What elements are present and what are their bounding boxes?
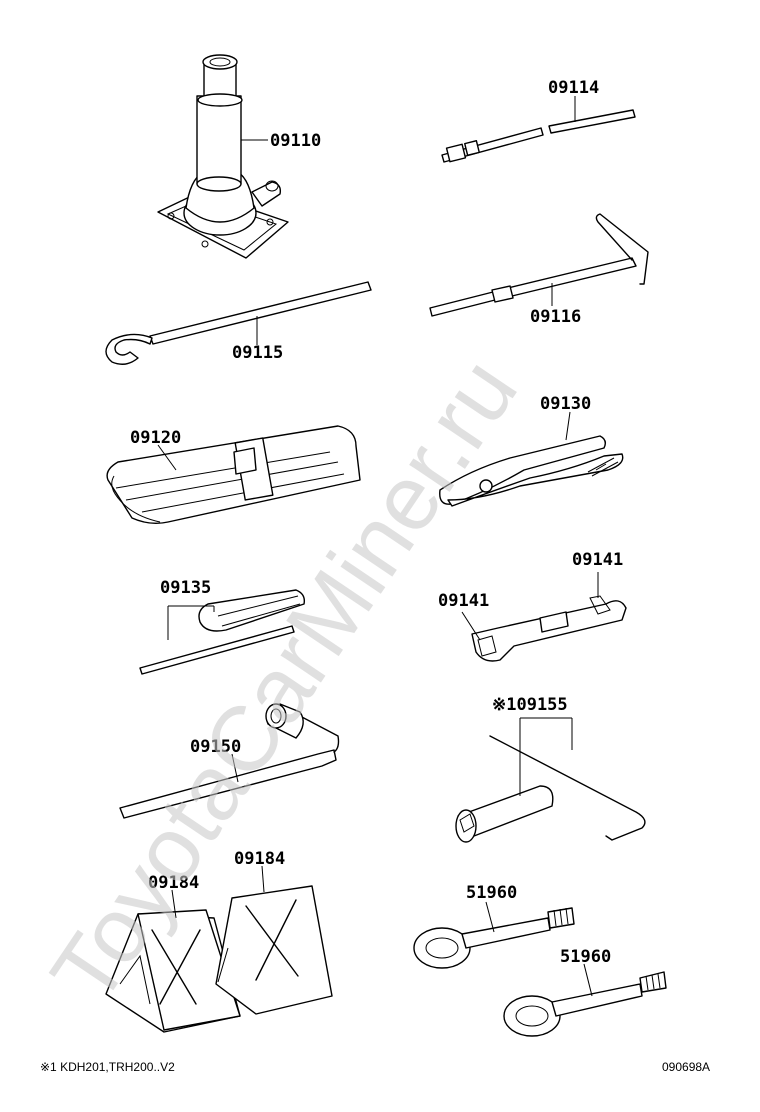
part-label-09184-right: 09184 (234, 849, 285, 869)
tool-bag-drawing (106, 425, 361, 525)
wheel-nut-wrench-drawing (119, 703, 340, 819)
jack-drawing (157, 54, 289, 259)
wrench-drawing (461, 572, 627, 662)
footer-note: ※1 KDH201,TRH200..V2 (40, 1060, 175, 1074)
part-label-09150: 09150 (190, 737, 241, 757)
wheel-chocks-drawing (105, 865, 333, 1033)
part-label-09120: 09120 (130, 428, 181, 448)
screwdriver-drawing (139, 589, 306, 675)
towing-hooks-drawing (413, 901, 667, 1037)
part-label-09115: 09115 (232, 343, 283, 363)
part-label-09141-lower: 09141 (438, 591, 489, 611)
part-label-09114: 09114 (548, 78, 599, 98)
drawing-code: 090698A (662, 1060, 710, 1074)
part-label-09130: 09130 (540, 394, 591, 414)
part-label-09155: ※109155 (492, 695, 568, 715)
part-label-09110: 09110 (270, 131, 321, 151)
part-label-09116: 09116 (530, 307, 581, 327)
handle-rod-drawing (429, 213, 649, 317)
part-label-51960-lower: 51960 (560, 947, 611, 967)
jack-handle-drawing (105, 281, 372, 365)
extension-bar-drawing (441, 96, 636, 163)
part-label-51960-upper: 51960 (466, 883, 517, 903)
pliers-drawing (439, 411, 624, 507)
part-label-09135: 09135 (160, 578, 211, 598)
socket-rod-drawing (455, 717, 646, 843)
part-label-09184-left: 09184 (148, 873, 199, 893)
part-label-09141-upper: 09141 (572, 550, 623, 570)
